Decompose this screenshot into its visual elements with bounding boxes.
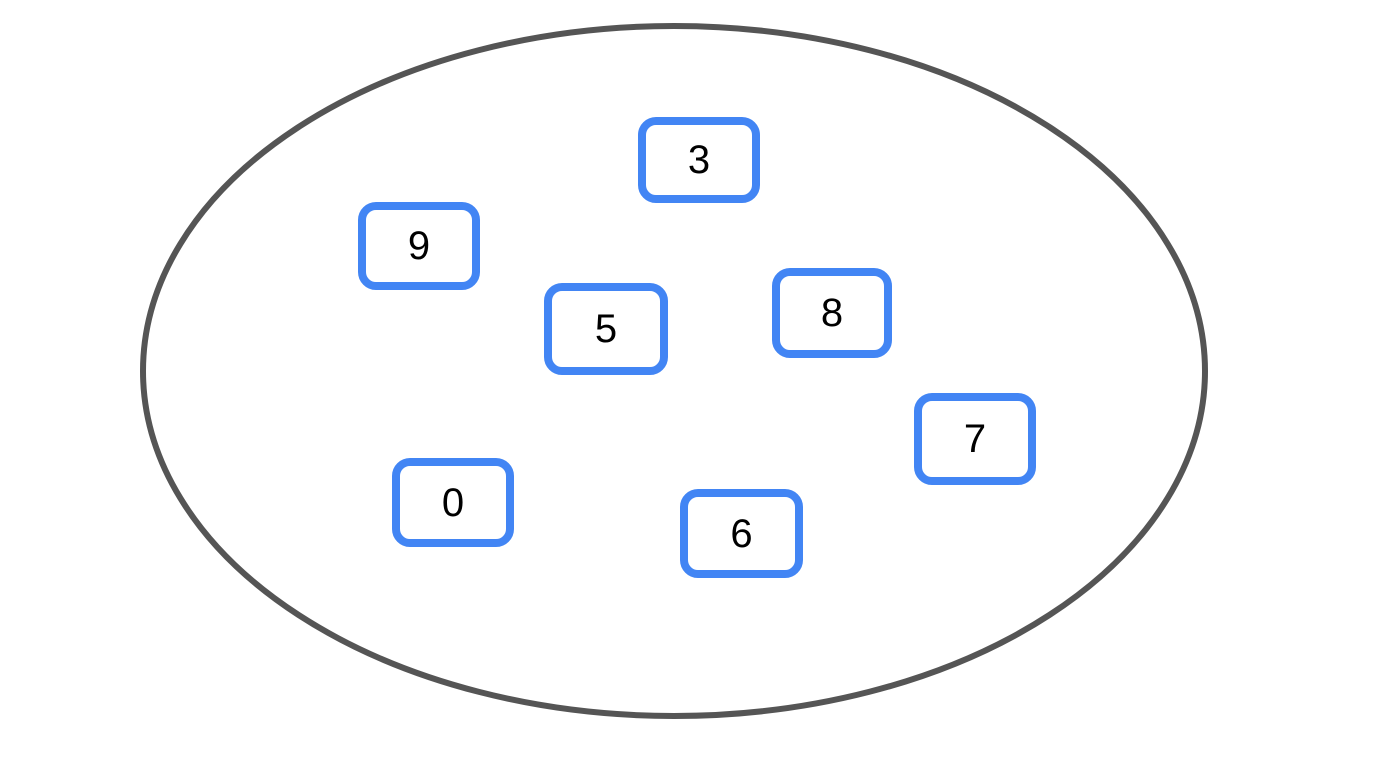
node-0[interactable]: 0 bbox=[392, 458, 514, 547]
node-5[interactable]: 5 bbox=[544, 283, 668, 375]
node-8[interactable]: 8 bbox=[772, 268, 892, 358]
node-9[interactable]: 9 bbox=[358, 202, 480, 290]
node-8-label: 8 bbox=[820, 291, 844, 335]
node-3[interactable]: 3 bbox=[638, 117, 760, 203]
node-0-label: 0 bbox=[441, 480, 465, 525]
node-6-label: 6 bbox=[730, 511, 753, 556]
node-6[interactable]: 6 bbox=[680, 489, 803, 578]
node-7[interactable]: 7 bbox=[914, 393, 1036, 485]
node-3-label: 3 bbox=[687, 138, 711, 182]
node-7-label: 7 bbox=[963, 417, 987, 461]
node-5-label: 5 bbox=[594, 307, 618, 351]
node-9-label: 9 bbox=[407, 224, 431, 268]
